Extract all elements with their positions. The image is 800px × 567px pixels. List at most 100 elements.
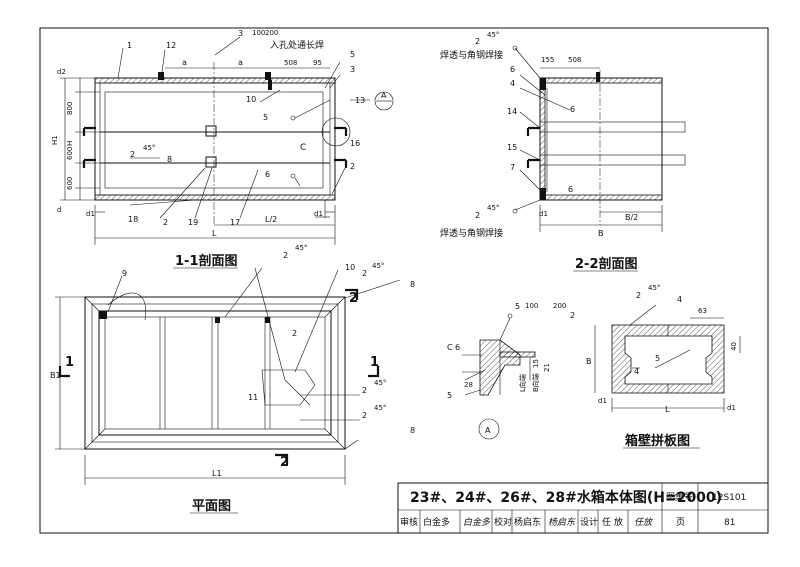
det-balloon-a: A: [485, 426, 491, 435]
plan-dim-b1: B1: [50, 371, 61, 380]
plan-callout-9: 9: [122, 269, 127, 278]
title-block: 23#、24#、26#、28#水箱本体图(H=2000) 图集号 12S101 …: [397, 482, 769, 534]
panel-dim-63: 63: [698, 307, 707, 315]
panel-layout-view: 2 45° 4 63 B 40 5 4 d1 L d1 箱壁拼板图: [586, 284, 741, 449]
s22-callout-6-top: 6: [510, 65, 515, 74]
callout-10: 10: [246, 95, 256, 104]
section-1-1-view: 1 12 3 100 200 入孔处通长焊 a a 508 95 5 3 10 …: [51, 29, 394, 269]
dim-800: 800: [66, 102, 74, 115]
callout-3-top: 3: [238, 29, 243, 38]
s22-callout-6-low: 6: [568, 185, 573, 194]
reviewer-name: 白金多: [423, 516, 450, 528]
callout-200: 200: [265, 29, 278, 37]
s22-note-weld-top: 焊透与角钢焊接: [440, 49, 503, 61]
page-label: 页: [676, 517, 685, 528]
panel-callout-4-low: 4: [634, 367, 639, 376]
panel-callout-4-top: 4: [677, 295, 682, 304]
dim-508: 508: [284, 59, 297, 67]
designer-signature: 任放: [634, 517, 654, 528]
det-dim-15: 15: [532, 359, 540, 368]
panel-callout-5: 5: [655, 354, 660, 363]
s22-callout-2-top: 2: [475, 37, 480, 46]
callout-1: 1: [127, 41, 132, 50]
panel-callout-2: 2: [636, 291, 641, 300]
plan-callout-10: 10: [345, 263, 355, 272]
note-manhole-weld: 入孔处通长焊: [270, 39, 324, 51]
tank-wall-inner: [99, 82, 331, 196]
plan-callout-45-d: 45°: [374, 379, 386, 387]
atlas-number: 12S101: [712, 493, 746, 503]
center-lug-lower: [205, 156, 217, 168]
plan-callout-45-e: 45°: [374, 404, 386, 412]
det-b-end: B向端: [531, 373, 540, 392]
plan-callout-8-bottom: 8: [410, 426, 415, 435]
page-number: 81: [724, 518, 735, 528]
stiffener-left: [82, 126, 96, 168]
s22-callout-14: 14: [507, 107, 517, 116]
detail-circle-a-ref: [321, 117, 351, 147]
sheet-border: [39, 27, 769, 534]
panel-dim-l: L: [665, 405, 670, 414]
callout-19: 2: [163, 218, 168, 227]
det-callout-2: 2: [570, 311, 575, 320]
detail-a-balloon: [478, 418, 500, 440]
tie-bar-2-2-lower: [539, 154, 686, 166]
callout-6-low: 6: [265, 170, 270, 179]
callout-100: 100: [252, 29, 265, 37]
callout-3-right: 3: [350, 65, 355, 74]
tie-bar-2-2-upper: [539, 121, 686, 133]
plan-callout-8-top: 8: [410, 280, 415, 289]
callout-17: 19: [188, 218, 198, 227]
det-callout-100: 100: [525, 302, 538, 310]
designer-name: 任 放: [602, 516, 623, 528]
dim-95: 95: [313, 59, 322, 67]
panel-callout-45: 45°: [648, 284, 660, 292]
dim-600-lower: 600: [66, 177, 74, 190]
dim-a-right: a: [238, 58, 243, 67]
caption-section-2-2: 2-2剖面图: [575, 256, 638, 272]
det-l-end: L向端: [518, 374, 527, 392]
section-mark-1-right: 1: [370, 355, 379, 370]
dim-h1: H1: [51, 135, 59, 145]
s22-dim-b: B: [598, 229, 604, 238]
callout-16: 16: [350, 139, 360, 148]
s22-callout-15: 15: [507, 143, 517, 152]
s22-note-weld-bottom: 焊透与角钢焊接: [440, 227, 503, 239]
callout-8-mid: 8: [167, 155, 172, 164]
detail-a-view: 5 100 200 2 C 6 28 5 L向端 15 B向端 21 A: [447, 302, 575, 440]
s22-callout-4: 4: [510, 79, 515, 88]
atlas-label: 图集号: [666, 491, 693, 503]
plan-outer: [84, 296, 346, 450]
dim-d: d: [57, 206, 61, 214]
callout-12: 12: [166, 41, 176, 50]
dim-d1-left: d1: [86, 210, 95, 218]
s22-callout-7: 7: [510, 163, 515, 172]
det-dim-21: 21: [543, 363, 551, 372]
section-mark-2-bottom: 2: [280, 455, 289, 470]
dim-a-left: a: [182, 58, 187, 67]
s22-callout-45-top: 45°: [487, 31, 499, 39]
callout-8-right: 2: [350, 162, 355, 171]
callout-5-top: 5: [350, 50, 355, 59]
plan-callout-2-e: 2: [362, 411, 367, 420]
dim-d1-right: d1: [314, 210, 323, 218]
bottom-plate: [94, 194, 336, 201]
caption-panel-layout: 箱壁拼板图: [625, 433, 690, 449]
s22-dim-d1: d1: [539, 210, 548, 218]
det-callout-5-top: 5: [515, 302, 520, 311]
s22-callout-6-mid: 6: [570, 105, 575, 114]
section-mark-2-top: 2: [349, 291, 358, 306]
check-label: 校对: [494, 516, 512, 528]
top-plate: [94, 77, 336, 84]
s22-callout-45-bottom: 45°: [487, 204, 499, 212]
callout-18: 17: [230, 218, 240, 227]
plan-callout-11: 11: [248, 393, 258, 402]
design-label: 设计: [580, 516, 598, 528]
tank-wall-outer: [94, 77, 336, 201]
s22-dim-508: 508: [568, 56, 581, 64]
plan-callout-45-a: 45°: [295, 244, 307, 252]
plan-callout-2-d: 2: [362, 386, 367, 395]
s22-dim-155: 155: [541, 56, 554, 64]
dim-600-upper: 600: [66, 147, 74, 160]
